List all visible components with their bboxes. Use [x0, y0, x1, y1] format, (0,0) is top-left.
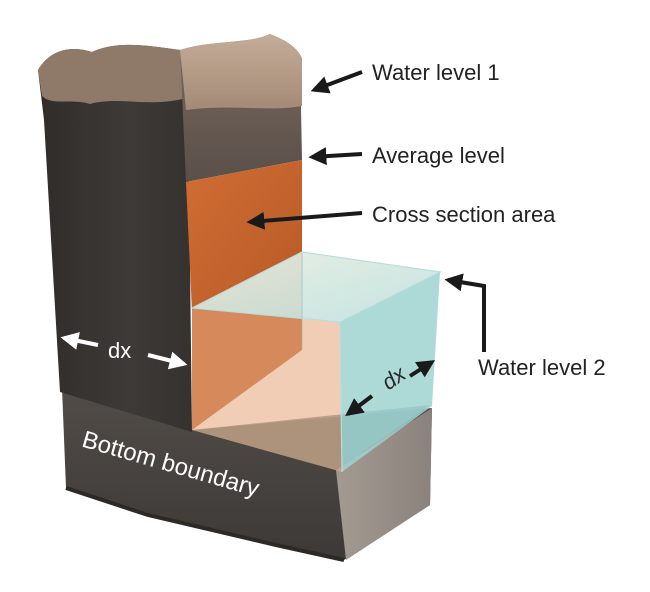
average-level-label: Average level — [372, 143, 505, 168]
soil-column-left — [38, 44, 192, 432]
cross-section-area-label: Cross section area — [372, 202, 556, 227]
leader-arrows — [246, 70, 486, 352]
water-level-1-label: Water level 1 — [372, 60, 500, 85]
arrow-icon — [246, 211, 363, 230]
double-arrow-icon — [408, 360, 436, 378]
double-arrow-icon — [345, 394, 374, 417]
water-block — [189, 251, 442, 473]
cross-section-area-shape — [186, 160, 302, 312]
double-arrow-icon — [60, 332, 99, 350]
water-level-2-label: Water level 2 — [478, 355, 606, 380]
dx-left-label: dx — [108, 338, 132, 363]
arrow-icon — [310, 70, 363, 94]
dx-right-arrows — [345, 360, 436, 417]
dx-left-arrows — [60, 332, 188, 370]
arrow-icon — [444, 273, 486, 352]
double-arrow-icon — [147, 351, 188, 370]
arrow-icon — [308, 147, 363, 166]
